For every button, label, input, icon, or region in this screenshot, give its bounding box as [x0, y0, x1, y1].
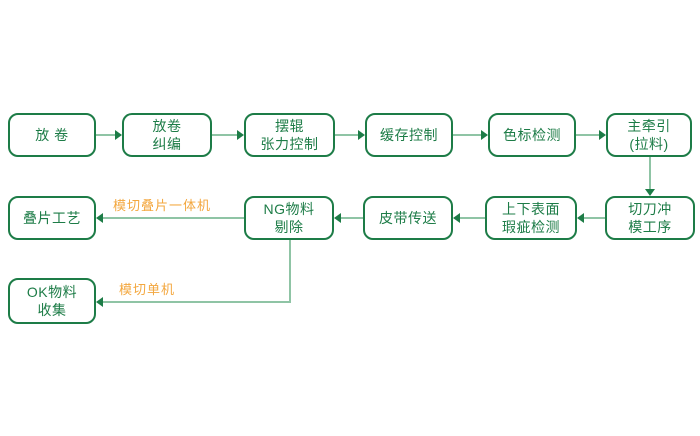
node-surface-defect-detection-label: 上下表面 瑕疵检测 — [502, 200, 560, 235]
node-unwind-correction: 放卷 纠编 — [122, 113, 212, 157]
node-unwind-label: 放 卷 — [35, 126, 69, 143]
connector-correction-to-dancer-arrowhead — [237, 130, 244, 140]
node-cutter-die-process-label: 切刀冲 模工序 — [628, 200, 672, 235]
connector-ng-to-ok-horizontal-line — [103, 301, 291, 303]
node-lamination-process: 叠片工艺 — [8, 196, 96, 240]
connector-correction-to-dancer-line — [212, 134, 238, 136]
connector-ng-to-ok-arrowhead — [96, 297, 103, 307]
edge-label-single-machine: 模切单机 — [119, 282, 176, 297]
connector-belt-to-ng-line — [341, 217, 363, 219]
node-ng-material-reject-label: NG物料 剔除 — [263, 200, 315, 235]
node-cutter-die-process: 切刀冲 模工序 — [605, 196, 695, 240]
connector-ng-to-lamination-arrowhead — [96, 213, 103, 223]
connector-unwind-to-correction-arrowhead — [115, 130, 122, 140]
node-unwind-correction-label: 放卷 纠编 — [152, 117, 182, 152]
connector-colormark-to-traction-line — [576, 134, 600, 136]
connector-defect-to-belt-line — [460, 217, 485, 219]
connector-cutter-to-defect-arrowhead — [577, 213, 584, 223]
node-ok-material-collection-label: OK物料 收集 — [26, 283, 78, 318]
connector-defect-to-belt-arrowhead — [453, 213, 460, 223]
node-buffer-control-label: 缓存控制 — [380, 126, 438, 143]
node-unwind: 放 卷 — [8, 113, 96, 157]
connector-colormark-to-traction-arrowhead — [599, 130, 606, 140]
node-main-traction-label: 主牵引 (拉料) — [627, 117, 671, 152]
node-belt-conveyor: 皮带传送 — [363, 196, 453, 240]
connector-traction-to-cutter-line — [649, 157, 651, 190]
connector-unwind-to-correction-line — [96, 134, 116, 136]
node-buffer-control: 缓存控制 — [365, 113, 453, 157]
connector-cutter-to-defect-line — [584, 217, 605, 219]
node-ok-material-collection: OK物料 收集 — [8, 278, 96, 324]
node-color-mark-detection: 色标检测 — [488, 113, 576, 157]
node-main-traction: 主牵引 (拉料) — [606, 113, 692, 157]
connector-traction-to-cutter-arrowhead — [645, 189, 655, 196]
node-dancer-tension-control: 摆辊 张力控制 — [244, 113, 335, 157]
connector-belt-to-ng-arrowhead — [334, 213, 341, 223]
connector-dancer-to-buffer-line — [335, 134, 359, 136]
edge-label-integrated-machine: 模切叠片一体机 — [113, 198, 212, 213]
node-belt-conveyor-label: 皮带传送 — [379, 209, 437, 226]
connector-dancer-to-buffer-arrowhead — [358, 130, 365, 140]
connector-buffer-to-colormark-arrowhead — [481, 130, 488, 140]
connector-buffer-to-colormark-line — [453, 134, 482, 136]
node-surface-defect-detection: 上下表面 瑕疵检测 — [485, 196, 577, 240]
node-lamination-process-label: 叠片工艺 — [23, 209, 81, 226]
node-dancer-tension-control-label: 摆辊 张力控制 — [260, 117, 319, 152]
node-ng-material-reject: NG物料 剔除 — [244, 196, 334, 240]
connector-ng-to-lamination-line — [103, 217, 244, 219]
node-color-mark-detection-label: 色标检测 — [503, 126, 561, 143]
connector-ng-to-ok-vertical-line — [289, 240, 291, 302]
